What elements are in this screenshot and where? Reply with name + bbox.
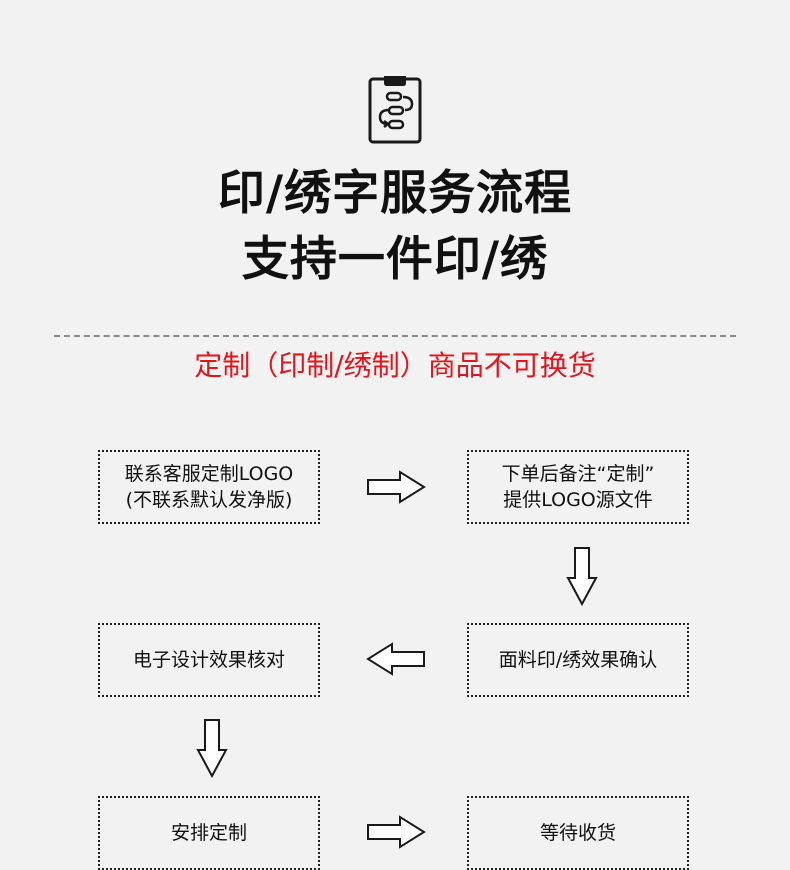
clipboard-flow-icon xyxy=(368,76,422,144)
step-contact-service: 联系客服定制LOGO (不联系默认发净版) xyxy=(98,450,320,524)
arrow-right-icon xyxy=(367,470,426,504)
step-6-line-1: 等待收货 xyxy=(539,822,616,844)
step-1-line-1: 联系客服定制LOGO xyxy=(124,463,294,485)
step-2-line-1: 下单后备注“定制” xyxy=(501,463,655,485)
step-fabric-confirm: 面料印/绣效果确认 xyxy=(467,623,689,697)
arrow-right-icon xyxy=(367,815,426,849)
arrow-down-icon xyxy=(566,547,598,606)
step-await-delivery: 等待收货 xyxy=(467,796,689,870)
page-title-line-2: 支持一件印/绣 xyxy=(241,232,549,287)
step-design-check: 电子设计效果核对 xyxy=(98,623,320,697)
step-3-line-1: 面料印/绣效果确认 xyxy=(498,649,658,671)
page-title-line-1: 印/绣字服务流程 xyxy=(217,166,573,221)
dashed-divider xyxy=(54,335,736,337)
arrow-left-icon xyxy=(366,642,425,676)
no-exchange-notice: 定制（印制/绣制）商品不可换货 xyxy=(194,349,596,382)
step-5-line-1: 安排定制 xyxy=(170,822,247,844)
step-2-line-2: 提供LOGO源文件 xyxy=(503,489,653,511)
step-4-line-1: 电子设计效果核对 xyxy=(132,649,285,671)
arrow-down-icon xyxy=(196,719,228,778)
step-arrange-customize: 安排定制 xyxy=(98,796,320,870)
step-1-line-2: (不联系默认发净版) xyxy=(125,489,293,511)
step-order-remark: 下单后备注“定制” 提供LOGO源文件 xyxy=(467,450,689,524)
